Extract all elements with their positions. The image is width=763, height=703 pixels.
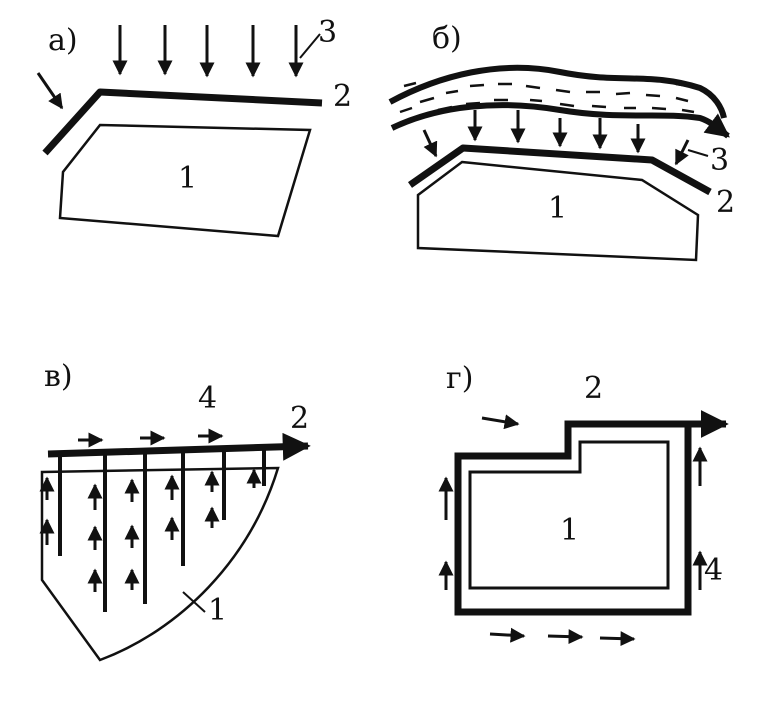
panel-v-body-label: 1 xyxy=(208,593,227,628)
panel-b-line xyxy=(407,144,712,196)
panel-a-line-label: 2 xyxy=(333,79,352,114)
panel-b-flow-band xyxy=(388,64,730,139)
panel-v-body-leader xyxy=(182,591,206,613)
panel-v-stems xyxy=(58,449,266,612)
panel-v-arrows-label: 4 xyxy=(198,381,217,416)
panel-b-arrows-label: 3 xyxy=(710,143,729,178)
panel-b-letter: б) xyxy=(432,21,462,56)
panel-b-body xyxy=(416,160,700,262)
panel-g-line-label: 2 xyxy=(584,371,603,406)
panel-g-letter: г) xyxy=(446,361,473,396)
panel-v: в) 1 2 xyxy=(39,359,311,662)
panel-v-body xyxy=(40,466,280,662)
panel-b-arrows xyxy=(422,110,709,166)
panel-v-letter: в) xyxy=(44,359,73,394)
panel-a-arrows xyxy=(36,25,321,110)
panel-g-arrows xyxy=(438,414,708,647)
panel-g-body xyxy=(468,440,670,590)
panel-a-body xyxy=(58,123,312,238)
panel-v-line-label: 2 xyxy=(290,401,309,436)
panel-g-line xyxy=(454,420,692,616)
panel-b: б) 1 2 3 xyxy=(388,21,735,262)
panel-g-arrows-label: 4 xyxy=(704,553,723,588)
panel-v-line xyxy=(47,432,311,461)
panel-a-body-label: 1 xyxy=(178,161,197,196)
panel-a-letter: а) xyxy=(48,23,78,58)
panel-g-body-label: 1 xyxy=(560,513,579,548)
panel-a: а) 1 2 3 xyxy=(36,15,352,238)
panel-g: г) 1 2 4 xyxy=(438,361,729,647)
panel-b-body-label: 1 xyxy=(548,191,567,226)
panel-b-line-label: 2 xyxy=(716,185,735,220)
panel-a-arrows-label: 3 xyxy=(318,15,337,50)
panel-v-arrows xyxy=(39,428,262,592)
panel-a-line xyxy=(42,88,323,156)
